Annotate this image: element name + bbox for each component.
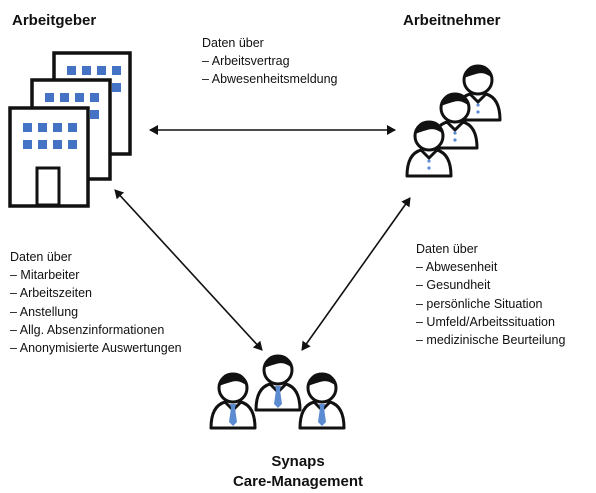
employer-data-item: – Mitarbeiter: [10, 268, 80, 283]
arrow-employer-synaps: [114, 189, 263, 351]
employee-data-item: – Abwesenheit: [416, 260, 498, 275]
care-team-icon: [209, 353, 346, 430]
employee-group-icon: [405, 63, 502, 178]
arrow-employee-synaps: [301, 197, 411, 351]
employer-data-title: Daten über: [10, 250, 72, 264]
employer-heading: Arbeitgeber: [12, 12, 97, 29]
employee-data-item: – persönliche Situation: [416, 296, 543, 311]
employee-data-item: – medizinische Beurteilung: [416, 333, 566, 348]
employee-heading: Arbeitnehmer: [403, 12, 501, 29]
shared-data-item: – Abwesenheitsmeldung: [202, 72, 338, 87]
office-buildings-icon: [8, 51, 132, 208]
synaps-title-line1: Synaps: [271, 453, 325, 470]
employee-data-list: Daten über – Abwesenheit – Gesundheit – …: [416, 240, 565, 349]
shared-data-list: Daten über – Arbeitsvertrag – Abwesenhei…: [202, 34, 338, 89]
employer-data-item: – Anstellung: [10, 304, 79, 319]
employee-data-title: Daten über: [416, 242, 478, 256]
employer-data-item: – Arbeitszeiten: [10, 286, 92, 301]
employee-data-item: – Gesundheit: [416, 278, 491, 293]
shared-data-title: Daten über: [202, 36, 264, 50]
employee-data-item: – Umfeld/Arbeitssituation: [416, 314, 555, 329]
shared-data-item: – Arbeitsvertrag: [202, 54, 290, 69]
synaps-title-line2: Care-Management: [232, 473, 364, 490]
